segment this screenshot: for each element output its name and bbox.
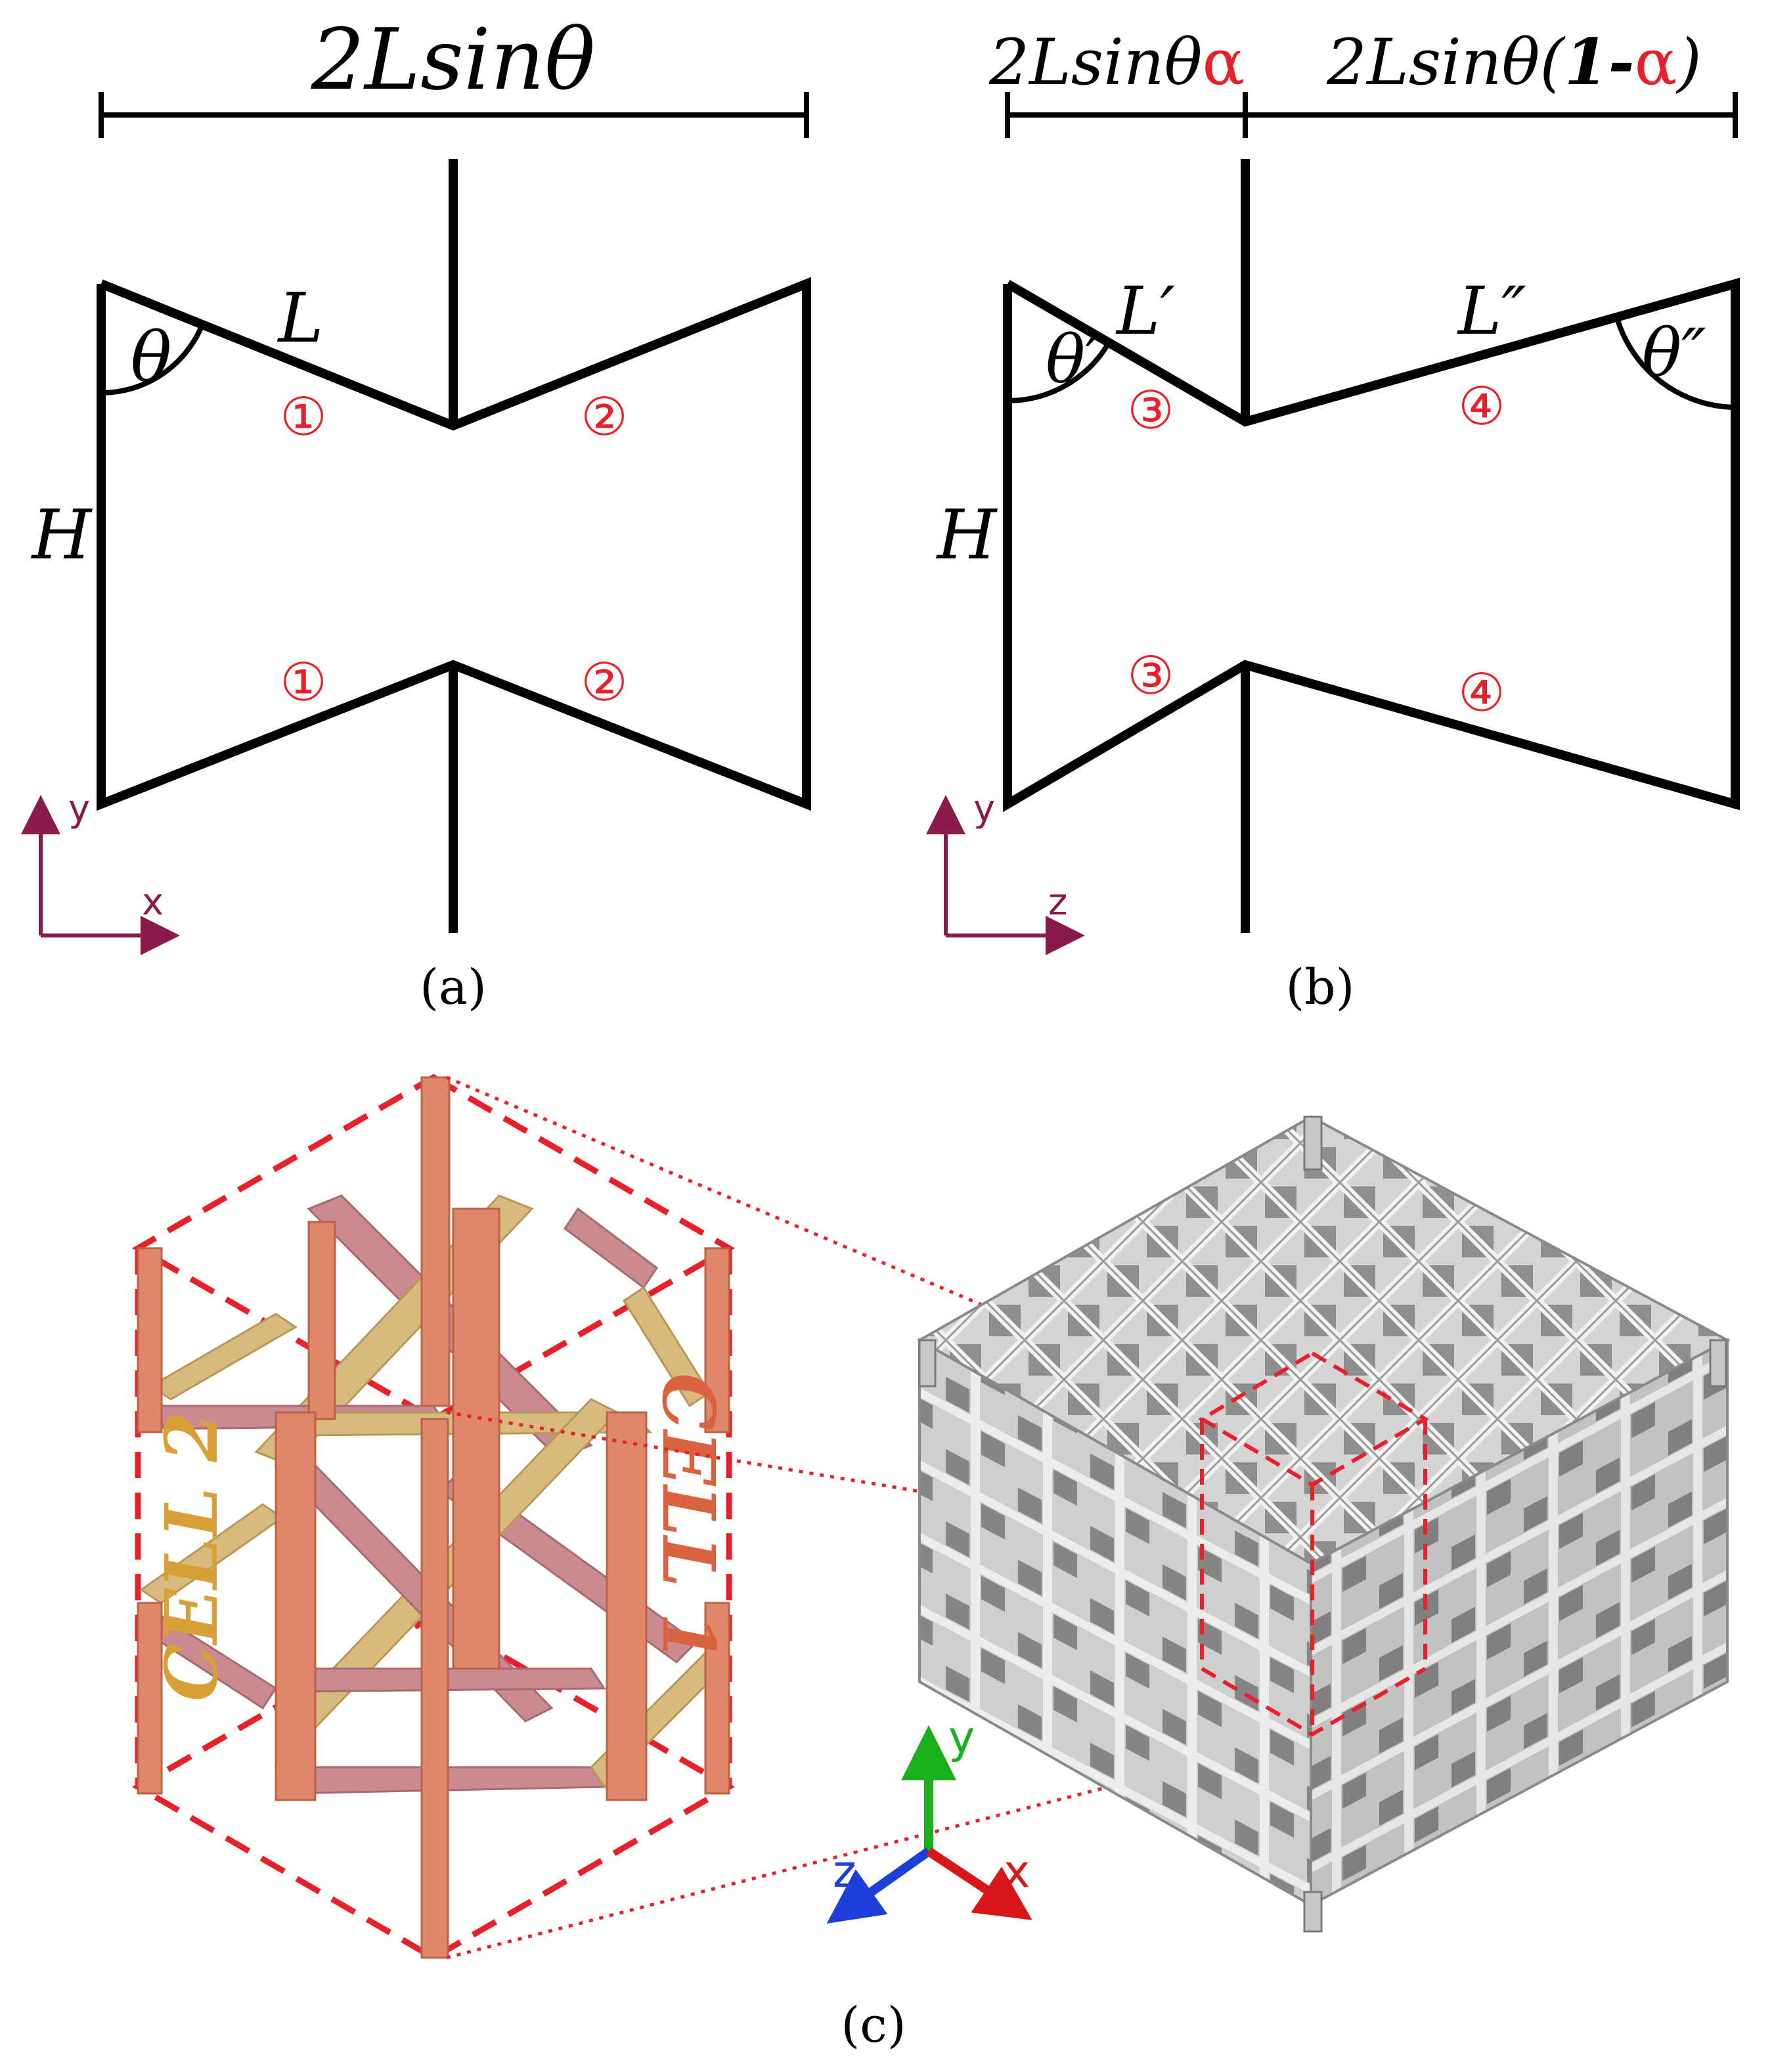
axis-z-label-c: z [833,1846,856,1898]
post-front-right [606,1411,648,1801]
theta-double-prime-arc [1614,317,1736,410]
theta-prime-label: θ′ [1046,321,1100,398]
left-width-text: 2Lsinθ [988,26,1202,99]
lattice-block [916,1115,1731,1933]
post-back-left [307,1221,336,1420]
cell-1-label: CELL 1 [646,1373,731,1663]
highlight-cell-bottom [1201,1667,1427,1737]
strut-upper-tan-left [149,1313,298,1401]
lattice-post-right [1709,1339,1727,1387]
beam-1-top: ① [280,386,327,447]
theta-prime-arc [1007,341,1111,404]
left-width-alpha: α [1202,26,1245,99]
beam-2-top: ② [581,386,628,447]
lattice-post-left [918,1339,937,1387]
caption-a: (a) [420,959,487,1016]
axis-x-arrow-c [926,1847,1032,1920]
h-label-b: H [936,495,998,575]
beam-4-bottom: ④ [1458,662,1505,723]
post-right-upper [704,1247,730,1433]
strut-upper-pink-right [563,1207,659,1290]
l-prime-label: L′ [1115,273,1175,349]
l-label: L [277,278,323,358]
lattice-post-top [1303,1115,1323,1171]
axis-x-label-c: x [1004,1846,1030,1898]
axis-z-arrow-c [826,1847,932,1924]
strut-upper-tan-right [622,1286,711,1408]
right-width-label: 2Lsinθ(1-α) [1326,25,1702,99]
post-left-upper [137,1247,163,1433]
left-width-label: 2Lsinθα [988,26,1245,99]
axis-y-label-c: y [948,1712,975,1764]
lattice-right-face [1310,1338,1729,1908]
projection-lines [446,1075,1313,1960]
cell-bbox-top [132,1073,735,1423]
right-width-prefix: 2Lsinθ( [1326,26,1566,99]
theta-double-prime-label: θ″ [1642,315,1706,392]
post-left-lower [137,1602,163,1795]
beam-4-top: ④ [1458,376,1505,437]
post-right-lower [704,1602,730,1795]
caption-c: (c) [841,1997,906,2054]
panel-a: 2Lsinθ θ L H ① ② ① ② y x (a) [20,11,811,1016]
beam-3-top: ③ [1127,380,1174,441]
projection-bottom [446,1732,1313,1960]
asymmetric-cell-outline [1003,277,1740,813]
theta-label: θ [131,317,172,397]
post-front-left [275,1411,317,1801]
unit-cell-illustration: CELL 1 CELL 2 [132,1073,735,1962]
right-width-one: 1- [1564,25,1635,99]
axis-y-label-a: y [68,788,90,830]
caption-b: (b) [1285,959,1354,1016]
beam-2-bottom: ② [581,652,628,713]
width-label: 2Lsinθ [311,11,596,109]
beam-1-bottom: ① [280,652,327,713]
theta-arc [100,323,205,395]
post-top-center [420,1076,451,1407]
post-front-corner [420,1418,449,1959]
panel-b: 2Lsinθα 2Lsinθ(1-α) θ′ θ″ L′ L″ H ③ ④ ③ … [926,25,1740,1016]
axis-z-label-b: z [1048,881,1067,924]
h-label: H [31,495,93,575]
axis-x-label-a: x [142,881,164,924]
right-width-alpha: α [1635,26,1677,99]
right-width-suffix: ) [1675,26,1701,99]
axis-y-label-b: y [973,788,995,830]
lattice-post-bottom [1303,1891,1323,1933]
beam-3-bottom: ③ [1127,645,1174,706]
post-center [452,1207,500,1670]
panel-c: CELL 1 CELL 2 [132,1073,1731,2054]
cell-2-label: CELL 2 [149,1412,234,1701]
l-double-prime-label: L″ [1457,273,1526,349]
xyz-triad: y z x [826,1712,1032,1924]
